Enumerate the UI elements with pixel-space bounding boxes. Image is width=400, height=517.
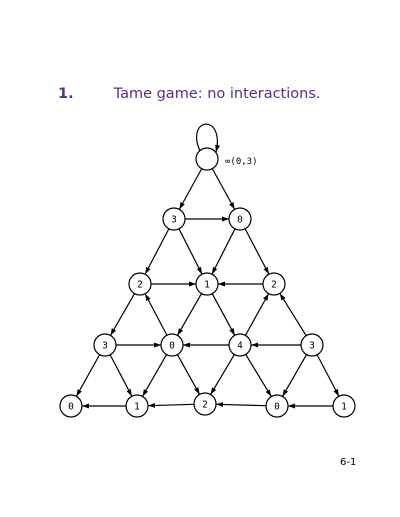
node-r4c2: 2 — [193, 392, 217, 416]
edge-r2c0-to-r3c0 — [109, 293, 136, 336]
edge-r2c1-to-r3c2 — [211, 293, 236, 336]
edge-r3c2-to-r4c2 — [210, 354, 235, 395]
node-label: 1 — [204, 280, 210, 291]
node-circle — [195, 272, 219, 296]
node-label: 3 — [102, 341, 108, 352]
node-r1c1: 0 — [228, 207, 252, 231]
node-r3c3: 3 — [300, 333, 324, 357]
node-circle — [160, 333, 184, 357]
top-node-annotation: ∞(0,3) — [225, 157, 258, 167]
node-circle — [228, 333, 252, 357]
node-r3c1: 0 — [160, 333, 184, 357]
node-r4c1: 1 — [125, 394, 149, 418]
node-circle — [332, 394, 356, 418]
node-label: 0 — [169, 341, 175, 352]
slide-heading: 1. Tame game: no interactions. — [58, 86, 321, 102]
edge-r3c3-to-r2c2 — [279, 293, 307, 336]
node-label: 1 — [134, 402, 140, 413]
node-circle — [195, 147, 219, 171]
edge-r2c1-to-r3c1 — [176, 293, 203, 336]
edge-r3c2-to-r2c2 — [244, 293, 270, 336]
node-circle — [300, 333, 324, 357]
edge-r1c1-to-r2c1 — [211, 228, 236, 275]
edge-r3c0-to-r4c1 — [109, 354, 133, 397]
node-label: 0 — [68, 402, 74, 413]
node-r0c0 — [195, 147, 219, 171]
node-label: 0 — [237, 215, 243, 226]
node-r3c0: 3 — [93, 333, 117, 357]
page-number: 6-1 — [340, 457, 357, 468]
edges-layer — [75, 123, 340, 409]
node-label: 2 — [202, 400, 208, 411]
edge-r3c2-to-r4c3 — [245, 354, 272, 397]
node-label: 0 — [274, 402, 280, 413]
node-label: 2 — [137, 280, 143, 291]
edge-r1c1-to-r2c2 — [244, 228, 270, 275]
node-circle — [128, 272, 152, 296]
nodes-layer: 3 0 2 1 2 3 0 4 3 0 1 2 0 1 — [59, 147, 356, 418]
node-circle — [265, 394, 289, 418]
node-label: 4 — [237, 341, 243, 352]
edge-r4c2-to-r4c1 — [147, 403, 195, 408]
self-loop-edge — [196, 123, 220, 153]
node-circle — [162, 207, 186, 231]
node-label: 2 — [271, 280, 277, 291]
node-circle — [59, 394, 83, 418]
node-label: 3 — [171, 215, 177, 226]
edge-r3c1-to-r4c2 — [176, 354, 201, 395]
node-r4c4: 1 — [332, 394, 356, 418]
edge-r3c3-to-r4c3 — [281, 354, 308, 397]
node-r3c2: 4 — [228, 333, 252, 357]
node-r4c0: 0 — [59, 394, 83, 418]
heading-number: 1. — [58, 86, 74, 102]
node-r4c3: 0 — [265, 394, 289, 418]
edge-r3c1-to-r2c0 — [144, 293, 168, 336]
node-label: 3 — [309, 341, 315, 352]
edge-r0c0-to-r1c1 — [211, 168, 236, 210]
node-r2c1: 1 — [195, 272, 219, 296]
node-circle — [193, 392, 217, 416]
edge-r3c1-to-r4c1 — [141, 354, 168, 397]
node-circle — [125, 394, 149, 418]
node-circle — [262, 272, 286, 296]
edge-r1c0-to-r2c1 — [178, 228, 203, 275]
edge-r1c0-to-r2c0 — [144, 228, 170, 275]
node-r1c0: 3 — [162, 207, 186, 231]
edge-r3c0-to-r4c0 — [75, 354, 101, 397]
node-r2c2: 2 — [262, 272, 286, 296]
node-label: 1 — [341, 402, 347, 413]
edge-r3c3-to-r4c4 — [316, 354, 340, 397]
node-r2c0: 2 — [128, 272, 152, 296]
edge-r4c3-to-r4c2 — [215, 402, 267, 407]
node-circle — [93, 333, 117, 357]
heading-title: Tame game: no interactions. — [113, 86, 321, 102]
edge-r0c0-to-r1c0 — [178, 168, 203, 210]
node-circle — [228, 207, 252, 231]
